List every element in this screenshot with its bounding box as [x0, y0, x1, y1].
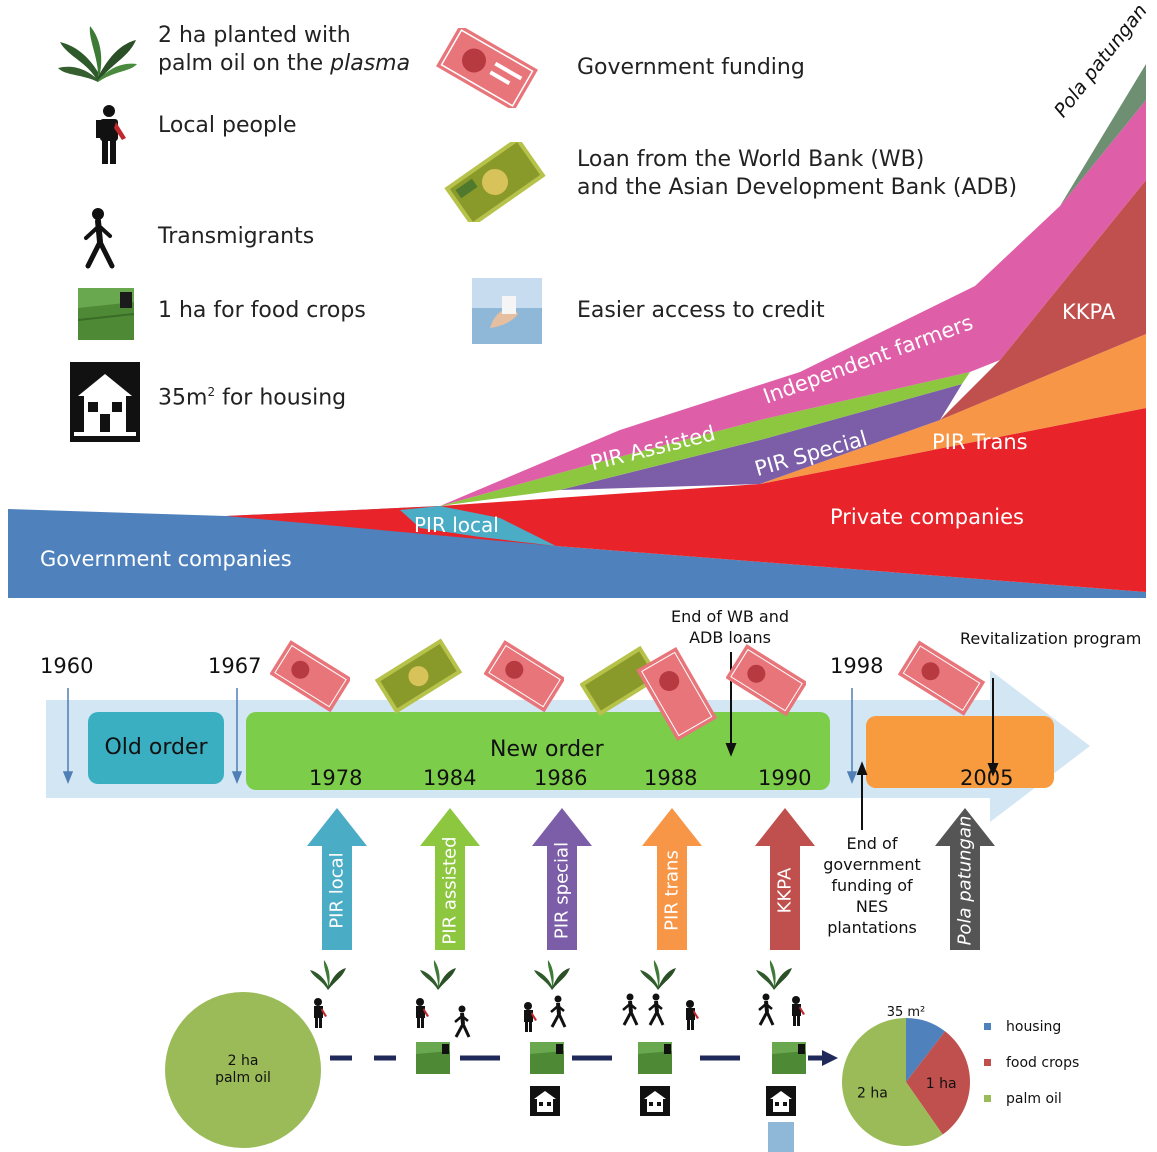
- stream-diagram: [8, 64, 1146, 598]
- local-person-icon: [96, 105, 126, 164]
- walking-person-icon: [84, 208, 115, 269]
- new-order-label: New order: [490, 737, 604, 762]
- pie-legend-swatch-palm-oil: [984, 1095, 991, 1102]
- pie-slice-palm-oil: [842, 1018, 943, 1146]
- pola-patungan-area: [1060, 64, 1146, 206]
- timeline-banknote-icon-1990: [726, 644, 806, 717]
- private-companies-area: [226, 408, 1146, 592]
- revitalization-program-note: Revitalization program: [960, 629, 1142, 648]
- house-icon: [70, 362, 140, 442]
- label-pir-local: PIR local: [414, 513, 499, 537]
- arrow-kkpa: [755, 808, 815, 950]
- pir-special-area: [560, 384, 962, 490]
- label-arrow-pir-trans: PIR trans: [661, 850, 683, 931]
- government-companies-area: [8, 506, 1146, 598]
- legend-housing-text: 35m2 for housing: [158, 385, 347, 411]
- arrow-pir-trans: [642, 808, 702, 950]
- label-kkpa: KKPA: [1062, 300, 1116, 324]
- legend-credit-text: Easier access to credit: [577, 298, 825, 323]
- label-arrow-pir-assisted: PIR assisted: [439, 836, 461, 945]
- year-1960: 1960: [40, 654, 94, 678]
- old-order-box: [88, 712, 224, 784]
- year-2005: 2005: [960, 766, 1014, 790]
- palm-oil-circle: [165, 992, 321, 1148]
- bottom-icon-row: [165, 960, 838, 1152]
- kkpa-area: [940, 180, 1146, 420]
- pie-slice-label-palm-oil: 2 ha: [857, 1086, 888, 1102]
- arrow-pir-local: [307, 808, 367, 950]
- pir-trans-area: [760, 334, 1146, 484]
- post-1998-box: [866, 716, 1054, 788]
- food-crop-field-icon: [78, 288, 134, 340]
- pie-slice-food-crops: [906, 1031, 970, 1135]
- arrow-pir-assisted: [420, 808, 480, 950]
- scheme-arrows: [307, 808, 995, 950]
- pie-chart: 1 ha 2 ha 35 m² housing food crops palm oil: [842, 1005, 1079, 1146]
- timeline-pointers: [62, 652, 999, 830]
- legend-government-funding-text: Government funding: [577, 55, 805, 80]
- credit-access-icon: [472, 278, 542, 344]
- pie-legend-label-housing: housing: [1006, 1019, 1061, 1035]
- legend-palm-oil-text: 2 ha planted with palm oil on the plasma: [158, 23, 411, 76]
- pie-slice-label-food-crops: 1 ha: [926, 1076, 957, 1092]
- year-1986: 1986: [534, 766, 588, 790]
- timeline-banknote-icon-2005: [897, 640, 986, 716]
- label-arrow-pir-local: PIR local: [326, 852, 348, 929]
- year-1967: 1967: [208, 654, 262, 678]
- banknote-icon: [436, 28, 538, 108]
- pie-legend-swatch-food-crops: [984, 1059, 991, 1066]
- legend-transmigrants-text: Transmigrants: [158, 224, 315, 249]
- label-private-companies: Private companies: [830, 505, 1024, 529]
- timeline-dollar-note-icon-1988: [580, 646, 660, 716]
- timeline-dollar-note-icon-1984: [374, 638, 463, 714]
- timeline-banknote-icon-1988: [636, 646, 718, 742]
- pir-local-area: [400, 506, 556, 546]
- timeline-banknote-icon-1986: [484, 640, 564, 713]
- label-arrow-kkpa: KKPA: [774, 867, 796, 914]
- label-arrow-pola-patungan: Pola patungan: [954, 815, 976, 946]
- timeline-banknote-icon-1978: [270, 640, 350, 713]
- palm-oil-icon: [58, 26, 137, 82]
- year-1998: 1998: [830, 654, 884, 678]
- label-arrow-pir-special: PIR special: [551, 841, 573, 940]
- legend-loan-text: Loan from the World Bank (WB)and the Asi…: [577, 147, 1018, 200]
- arrow-pola-patungan: [935, 808, 995, 950]
- year-1984: 1984: [423, 766, 477, 790]
- label-government-companies: Government companies: [40, 547, 292, 571]
- pie-title: 35 m²: [887, 1005, 926, 1020]
- label-pir-trans: PIR Trans: [932, 430, 1028, 454]
- pie-legend-label-palm-oil: palm oil: [1006, 1091, 1062, 1107]
- legend-food-crops-text: 1 ha for food crops: [158, 298, 366, 323]
- year-1988: 1988: [644, 766, 698, 790]
- pie-legend-label-food-crops: food crops: [1006, 1055, 1079, 1071]
- legend-local-people-text: Local people: [158, 113, 297, 138]
- pie-slice-housing: [906, 1018, 946, 1082]
- year-1990: 1990: [758, 766, 812, 790]
- dollar-note-icon: [444, 142, 546, 222]
- pir-assisted-area: [440, 372, 970, 506]
- old-order-label: Old order: [104, 735, 208, 760]
- pie-legend-swatch-housing: [984, 1023, 991, 1030]
- year-1978: 1978: [309, 766, 363, 790]
- arrow-pir-special: [532, 808, 592, 950]
- independent-farmers-area: [440, 100, 1146, 506]
